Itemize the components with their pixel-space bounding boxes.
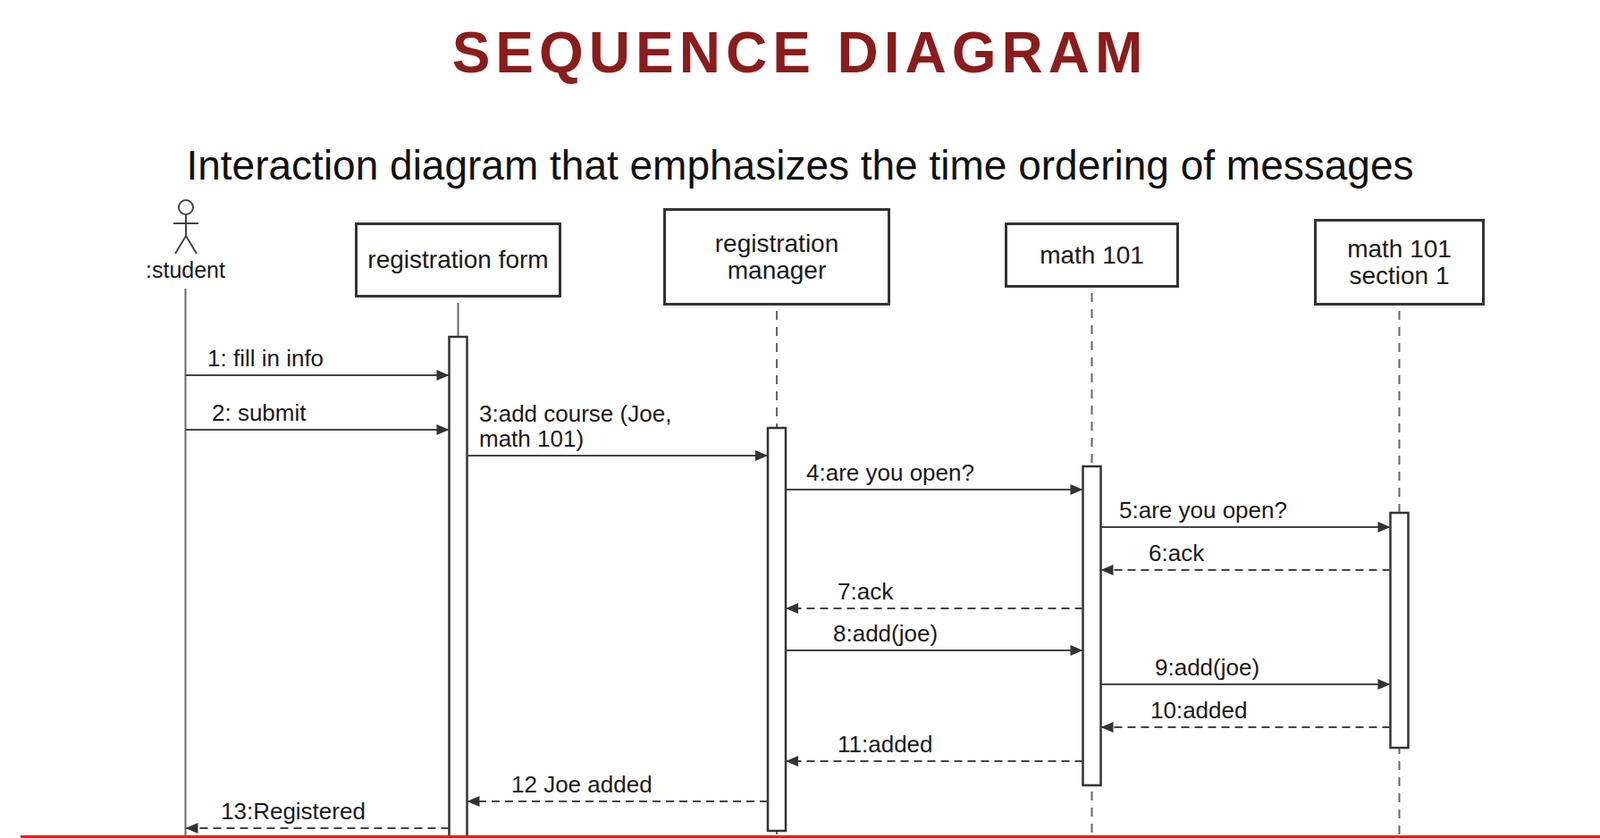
arrow-head (437, 424, 450, 436)
message-line (185, 827, 450, 830)
message-label: 7:ack (835, 579, 895, 606)
message-line (1101, 569, 1391, 572)
message-line (1101, 526, 1391, 529)
message-label: 2: submit (210, 400, 309, 427)
message-label: 5:are you open? (1117, 497, 1289, 524)
message-label: 12 Joe added (509, 772, 655, 799)
arrow-head (185, 823, 199, 834)
message-label: 4:are you open? (804, 460, 977, 487)
arrow-head (467, 796, 480, 808)
message-label: 13:Registered (218, 799, 368, 826)
message-line (785, 649, 1084, 652)
figure-head (178, 200, 194, 215)
activation-bar (767, 428, 786, 832)
message-line (467, 454, 769, 457)
message-line (785, 760, 1084, 763)
subtitle-text: Interaction diagram that emphasizes the … (0, 141, 1600, 190)
activation-bar (1390, 513, 1409, 749)
actor-node: :student (126, 198, 245, 284)
message-line (1101, 726, 1391, 729)
arrow-head (1101, 564, 1114, 576)
message-line (185, 429, 450, 431)
node-label: math 101 section 1 (1322, 235, 1477, 289)
node-label: math 101 (1039, 242, 1145, 269)
lifeline-box: math 101 (1004, 222, 1179, 288)
lifeline-box: registration form (354, 222, 562, 298)
message-label: 9:add(joe) (1153, 655, 1262, 682)
message-arrow (785, 603, 1084, 615)
node-label: registration form (367, 246, 548, 273)
arrow-head (1070, 645, 1084, 657)
message-line (785, 607, 1084, 610)
message-label: 10:added (1148, 698, 1249, 725)
message-line (785, 488, 1084, 491)
message-line (185, 374, 450, 377)
activation-bar (449, 336, 468, 838)
lifeline-box: registration manager (663, 208, 891, 306)
message-label: 8:add(joe) (831, 621, 940, 648)
arrow-head (755, 450, 768, 462)
lifeline-box: math 101 section 1 (1313, 218, 1485, 306)
arrow-head (437, 370, 450, 381)
progress-bar (20, 835, 1600, 838)
message-label: 6:ack (1146, 540, 1206, 567)
arrow-head (785, 603, 799, 615)
arrow-head (1378, 679, 1391, 691)
arrow-head (785, 756, 799, 767)
node-label: :student (126, 257, 245, 284)
lifeline (185, 288, 187, 838)
figure-body (173, 214, 199, 254)
stick-figure (168, 198, 204, 258)
activation-bar (1083, 466, 1102, 786)
arrow-head (1378, 522, 1391, 533)
diagram-title: SEQUENCE DIAGRAM (0, 19, 1600, 86)
message-arrow (1101, 564, 1391, 576)
arrow-head (1070, 484, 1084, 496)
message-label: 11:added (835, 732, 935, 758)
message-line (1101, 683, 1391, 686)
node-label: registration manager (671, 230, 883, 284)
message-label: 1: fill in info (205, 345, 326, 372)
arrow-head (1101, 722, 1114, 733)
message-line (467, 800, 769, 803)
message-label: 3:add course (Joe, math 101) (477, 401, 687, 453)
